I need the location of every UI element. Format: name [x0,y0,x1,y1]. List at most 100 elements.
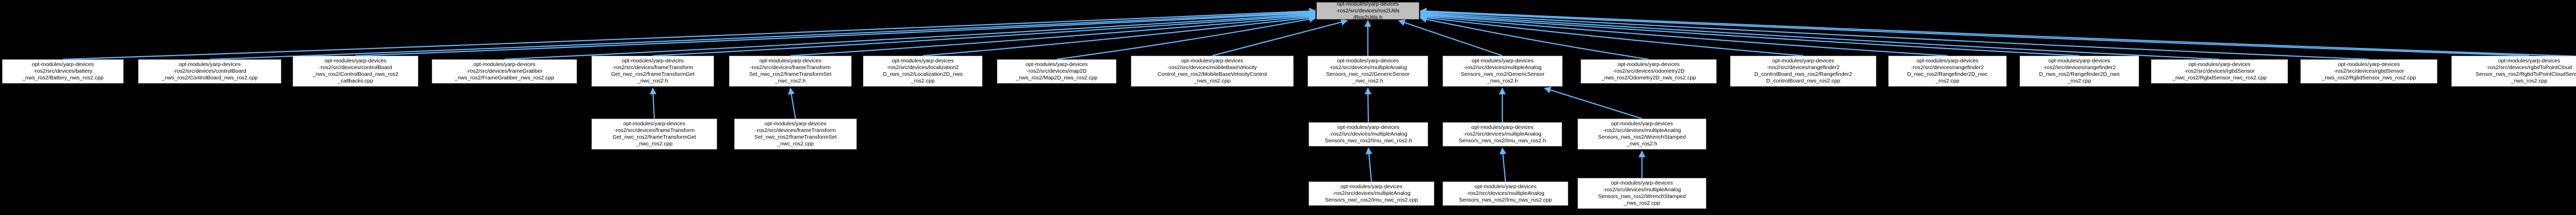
include-edge-from-rgbdsensor-nws-ros2-cpp [1419,10,2369,60]
node-label-line: _ros2.cpp [1935,78,1960,84]
node-label-line: -ros2/src/devices/rgbdSensor [2333,68,2404,74]
node-label-line: opt-modules/yarp-devices [2188,61,2251,68]
node-label-line: -ros2/src/devices/rangefinder2 [1767,64,1840,71]
node-label-line: -ros2/src/devices/rgbdSensor [2184,68,2255,74]
graph-node-ros2utils-h-root[interactable]: opt-modules/yarp-devices-ros2/src/device… [1316,1,1419,21]
node-label-line: -ros2/src/devices/frameTransform [750,64,831,71]
include-edge-from-mobilebasevelocitycontrol-nws-ros2-cpp [1212,19,1348,57]
graph-node-controlboard-nws-ros2-callbacks-cpp[interactable]: opt-modules/yarp-devices-ros2/src/device… [293,56,418,87]
node-label-line: opt-modules/yarp-devices [1340,184,1403,190]
node-label-line: opt-modules/yarp-devices [31,61,94,68]
node-label-line: _ros2.cpp [2067,78,2092,84]
graph-node-imu-nwc-ros2-h[interactable]: opt-modules/yarp-devices-ros2/src/device… [1309,122,1428,146]
graph-node-genericsensor-nws-ros2-h[interactable]: opt-modules/yarp-devices-ros2/src/device… [1443,56,1563,87]
node-label-line: opt-modules/yarp-devices [1336,58,1399,64]
node-label-line: Get_nwc_ros2/frameTransformGet [611,71,694,77]
node-label-line: Sensors_nwc_ros2/Imu_nwc_ros2.h [1325,138,1412,144]
node-label-line: opt-modules/yarp-devices [1336,1,1399,7]
include-edge-from-rgbdtopointcloudsensor-nws-ros2-cpp [1419,8,2530,57]
node-label-line: opt-modules/yarp-devices [324,58,387,64]
include-edge-from-rgbdsensor-nwc-ros2-cpp [1419,11,2220,60]
node-label-line: opt-modules/yarp-devices [1337,124,1400,130]
node-label-line: -ros2/src/devices/map2D [1026,68,1087,74]
node-label-line: _nws_ros2.h [1487,78,1518,84]
graph-node-frametransformget-nwc-ros2-h[interactable]: opt-modules/yarp-devices-ros2/src/device… [591,56,714,87]
graph-node-map2d-nws-ros2-cpp[interactable]: opt-modules/yarp-devices-ros2/src/device… [997,59,1116,84]
graph-node-imu-nws-ros2-h[interactable]: opt-modules/yarp-devices-ros2/src/device… [1443,122,1562,146]
graph-node-rgbdsensor-nwc-ros2-cpp[interactable]: opt-modules/yarp-devices-ros2/src/device… [2151,59,2288,84]
node-label-line: -ros2/src/devices/frameTransform [614,127,695,134]
node-label-line: Sensors_nws_ros2/WrenchStamped [1598,193,1686,200]
graph-node-framegrabber-nws-ros2-cpp[interactable]: opt-modules/yarp-devices-ros2/src/device… [432,59,577,84]
node-label-line: _nws_ros2/Map2D_nws_ros2.cpp [1015,75,1098,81]
include-edge-from-framegrabber-nws-ros2-cpp [504,11,1316,60]
node-label-line: -ros2/src/devices/frameTransform [755,127,836,134]
node-label-line: -ros2/src/devices/multipleAnalog [1603,127,1681,134]
graph-node-rangefinder2d-controlboard-nws-ros2-cpp[interactable]: opt-modules/yarp-devices-ros2/src/device… [1730,56,1876,87]
node-label-line: D_controlBoard_nws_ros2/Rangefinder2 [1754,71,1852,77]
node-label-line: _nws_ros2/ControlBoard_nws_ros2.cpp [161,75,258,81]
node-label-line: _nws_ros2.cpp [2511,78,2548,84]
graph-node-imu-nwc-ros2-cpp[interactable]: opt-modules/yarp-devices-ros2/src/device… [1309,181,1434,206]
node-label-line: _nws_ros2.h [1626,141,1657,147]
node-label-line: Sensors_nws_ros2/Imu_nws_ros2.cpp [1459,197,1552,203]
node-label-line: opt-modules/yarp-devices [1611,180,1673,186]
include-edge-from-odometry2d-nws-ros2-cpp [1419,15,1649,60]
graph-node-genericsensor-nwc-ros2-h[interactable]: opt-modules/yarp-devices-ros2/src/device… [1308,56,1428,87]
graph-node-rangefinder2d-nws-ros2-cpp[interactable]: opt-modules/yarp-devices-ros2/src/device… [2020,56,2139,87]
node-label-line: opt-modules/yarp-devices [1471,58,1534,64]
node-label-line: opt-modules/yarp-devices [1611,121,1673,127]
include-edge-from-ros2utils-cpp [1419,7,2576,57]
node-label-line: Control_nws_ros2/MobileBaseVelocityContr… [1157,71,1267,77]
node-label-line: Sensors_nwc_ros2/Imu_nwc_ros2.cpp [1325,197,1418,203]
graph-node-mobilebasevelocitycontrol-nws-ros2-cpp[interactable]: opt-modules/yarp-devices-ros2/src/device… [1131,56,1294,87]
node-label-line: -ros2/src/devices/frameTransform [612,64,693,71]
node-label-line: opt-modules/yarp-devices [2048,58,2111,64]
node-label-line: -ros2/src/devices/controlBoard [173,68,246,74]
node-label-line: Sensors_nws_ros2/WrenchStamped [1598,134,1686,140]
node-label-line: opt-modules/yarp-devices [1471,124,1534,130]
include-edge-from-genericsensor-nws-ros2-h [1398,19,1503,57]
node-label-line: _nwc_ros2/RgbdSensor_nwc_ros2.cpp [2172,75,2267,81]
node-label-line: opt-modules/yarp-devices [2337,61,2400,68]
graph-node-frametransformset-nwc-ros2-cpp[interactable]: opt-modules/yarp-devices-ros2/src/device… [734,119,857,150]
graph-node-localization2d-nws-ros2-cpp[interactable]: opt-modules/yarp-devices-ros2/src/device… [863,56,982,87]
node-label-line: opt-modules/yarp-devices [178,61,241,68]
node-label-line: opt-modules/yarp-devices [891,58,954,64]
node-label-line: _nws_ros2.cpp [1623,200,1660,206]
node-label-line: opt-modules/yarp-devices [764,121,827,127]
include-edge-from-rangefinder2d-nwc-ros2-cpp [1419,13,1948,57]
graph-node-odometry2d-nws-ros2-cpp[interactable]: opt-modules/yarp-devices-ros2/src/device… [1581,59,1717,84]
node-label-line: _nws_ros2/FrameGrabber_nws_ros2.cpp [454,75,554,81]
graph-node-rgbdsensor-nws-ros2-cpp[interactable]: opt-modules/yarp-devices-ros2/src/device… [2300,59,2437,84]
node-label-line: Sensor_nws_ros2/RgbdToPointCloudSensor [2476,71,2576,77]
node-label-line: _nws_ros2/RgbdSensor_nws_ros2.cpp [2321,75,2416,81]
include-edge-from-controlboard-nws-ros2-cpp [209,8,1316,60]
graph-node-wrenchstamped-nws-ros2-h[interactable]: opt-modules/yarp-devices-ros2/src/device… [1578,119,1706,150]
node-label-line: Set_nwc_ros2/frameTransformSet [754,134,837,140]
graph-node-frametransformget-nwc-ros2-cpp[interactable]: opt-modules/yarp-devices-ros2/src/device… [591,119,717,150]
node-label-line: opt-modules/yarp-devices [1617,61,1680,68]
graph-node-controlboard-nws-ros2-cpp[interactable]: opt-modules/yarp-devices-ros2/src/device… [138,59,281,84]
include-edge-from-frametransformget-nwc-ros2-h [652,12,1316,57]
node-label-line: -ros2/src/devices/rangefinder2 [2043,64,2116,71]
node-label-line: D_nws_ros2/Rangefinder2D_nws [2039,71,2120,77]
node-label-line: opt-modules/yarp-devices [473,61,536,68]
graph-node-rangefinder2d-nwc-ros2-cpp[interactable]: opt-modules/yarp-devices-ros2/src/device… [1888,56,2007,87]
node-label-line: _nws_ros2/Battery_nws_ros2.cpp [22,75,104,81]
node-label-line: -ros2/src/devices/rangefinder2 [1911,64,1984,71]
node-label-line: _ros2.cpp [910,78,935,84]
node-label-line: opt-modules/yarp-devices [1181,58,1244,64]
graph-node-imu-nws-ros2-cpp[interactable]: opt-modules/yarp-devices-ros2/src/device… [1443,181,1568,206]
node-label-line: -ros2/src/devices/controlBoard [319,64,392,71]
graph-node-battery-nws-ros2-cpp[interactable]: opt-modules/yarp-devices-ros2/src/device… [2,59,124,84]
node-label-line: _nws_ros2/ControlBoard_nws_ros2 [312,71,399,77]
node-label-line: opt-modules/yarp-devices [1772,58,1835,64]
node-label-line: Sensors_nws_ros2/GenericSensor [1461,71,1545,77]
node-label-line: Sensors_nws_ros2/Imu_nws_ros2.h [1459,138,1546,144]
graph-node-rgbdtopointcloudsensor-nws-ros2-cpp[interactable]: opt-modules/yarp-devices-ros2/src/device… [2451,56,2576,87]
node-label-line: -ros2/src/devices/battery [33,68,93,74]
graph-node-wrenchstamped-nws-ros2-cpp[interactable]: opt-modules/yarp-devices-ros2/src/device… [1578,178,1706,209]
node-label-line: _callbacks.cpp [337,78,374,84]
graph-node-frametransformset-nwc-ros2-h[interactable]: opt-modules/yarp-devices-ros2/src/device… [729,56,852,87]
